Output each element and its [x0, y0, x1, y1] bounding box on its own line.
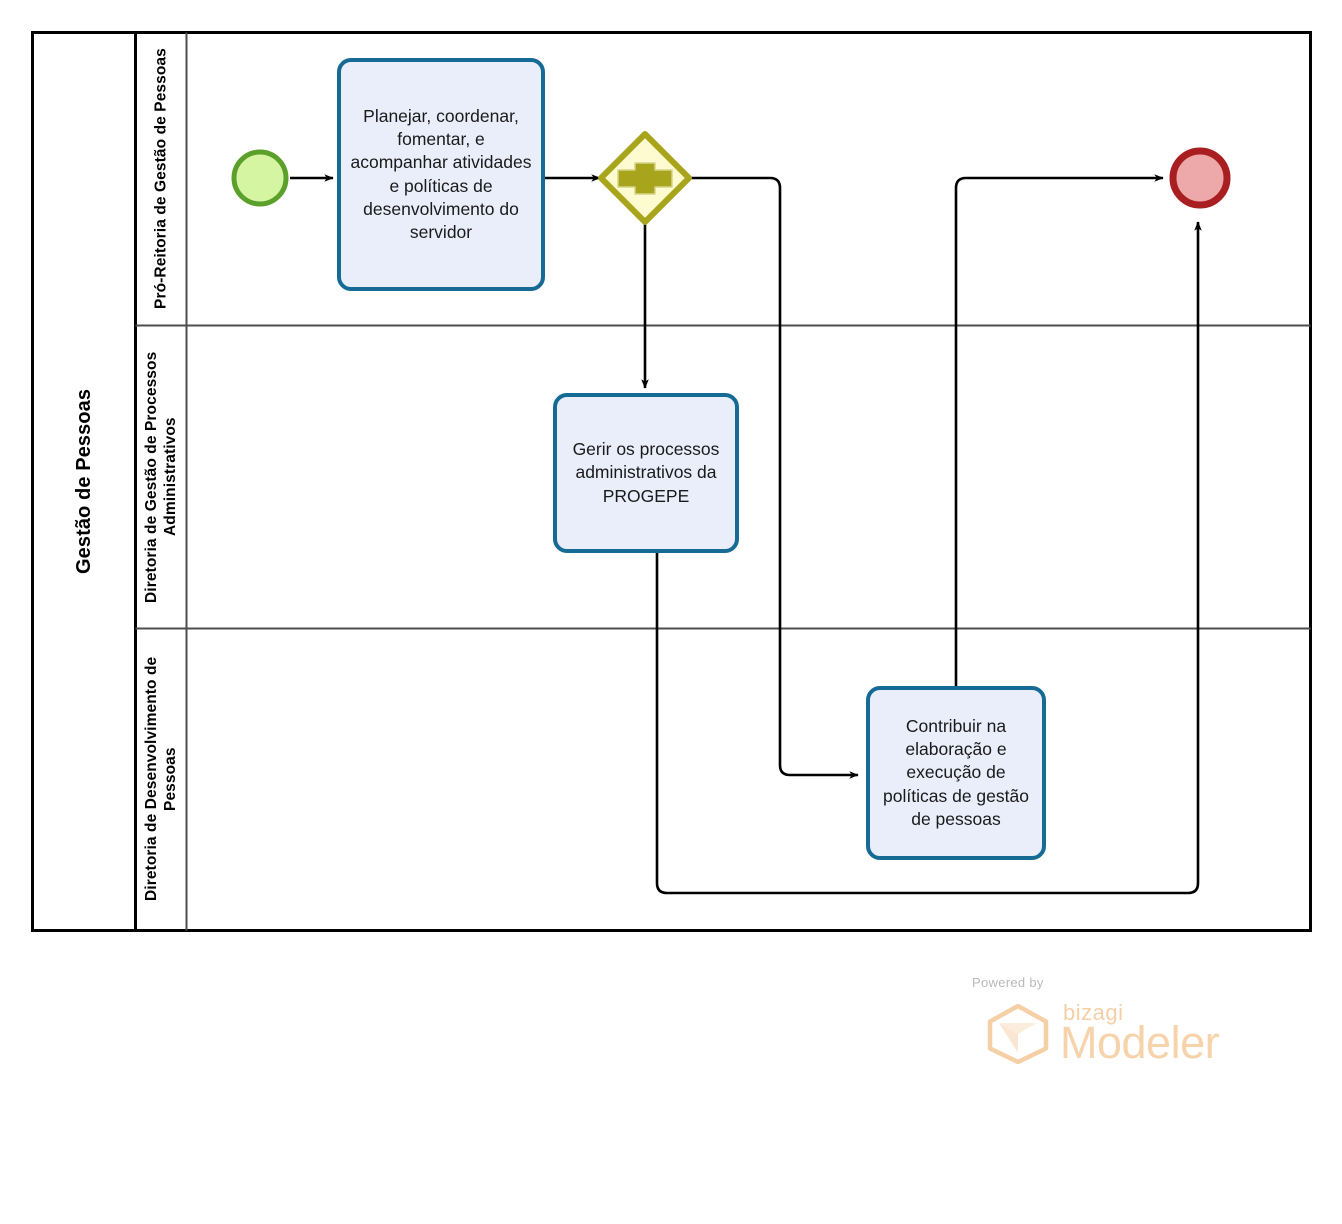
- start-event[interactable]: [231, 149, 289, 207]
- task-gerir[interactable]: Gerir os processos administrativos da PR…: [553, 393, 739, 553]
- flow-gateway-to-task-contribuir: [690, 176, 859, 779]
- watermark-product: Modeler: [1060, 1017, 1220, 1068]
- lane-label-diretoria-desenvolvimento: Diretoria de Desenvolvimento de Pessoas: [143, 656, 179, 902]
- end-event[interactable]: [1169, 147, 1231, 209]
- bizagi-hexagon-icon: [987, 1004, 1049, 1064]
- watermark-brand: bizagi: [1063, 1000, 1124, 1025]
- plus-icon: [617, 162, 673, 195]
- pool-outline: [31, 31, 1312, 932]
- pool-label: Gestão de Pessoas: [72, 388, 95, 574]
- flow-task-contribuir-to-end: [954, 174, 1164, 686]
- task-contribuir[interactable]: Contribuir na elaboração e execução de p…: [866, 686, 1046, 860]
- flow-task-gerir-to-end: [655, 221, 1202, 895]
- lane-label-pro-reitoria: Pró-Reitoria de Gestão de Pessoas: [152, 48, 170, 310]
- lane-label-diretoria-processos: Diretoria de Gestão de Processos Adminis…: [143, 351, 179, 603]
- task-planejar[interactable]: Planejar, coordenar, fomentar, e acompan…: [337, 58, 545, 291]
- watermark-powered-by: Powered by: [972, 975, 1044, 990]
